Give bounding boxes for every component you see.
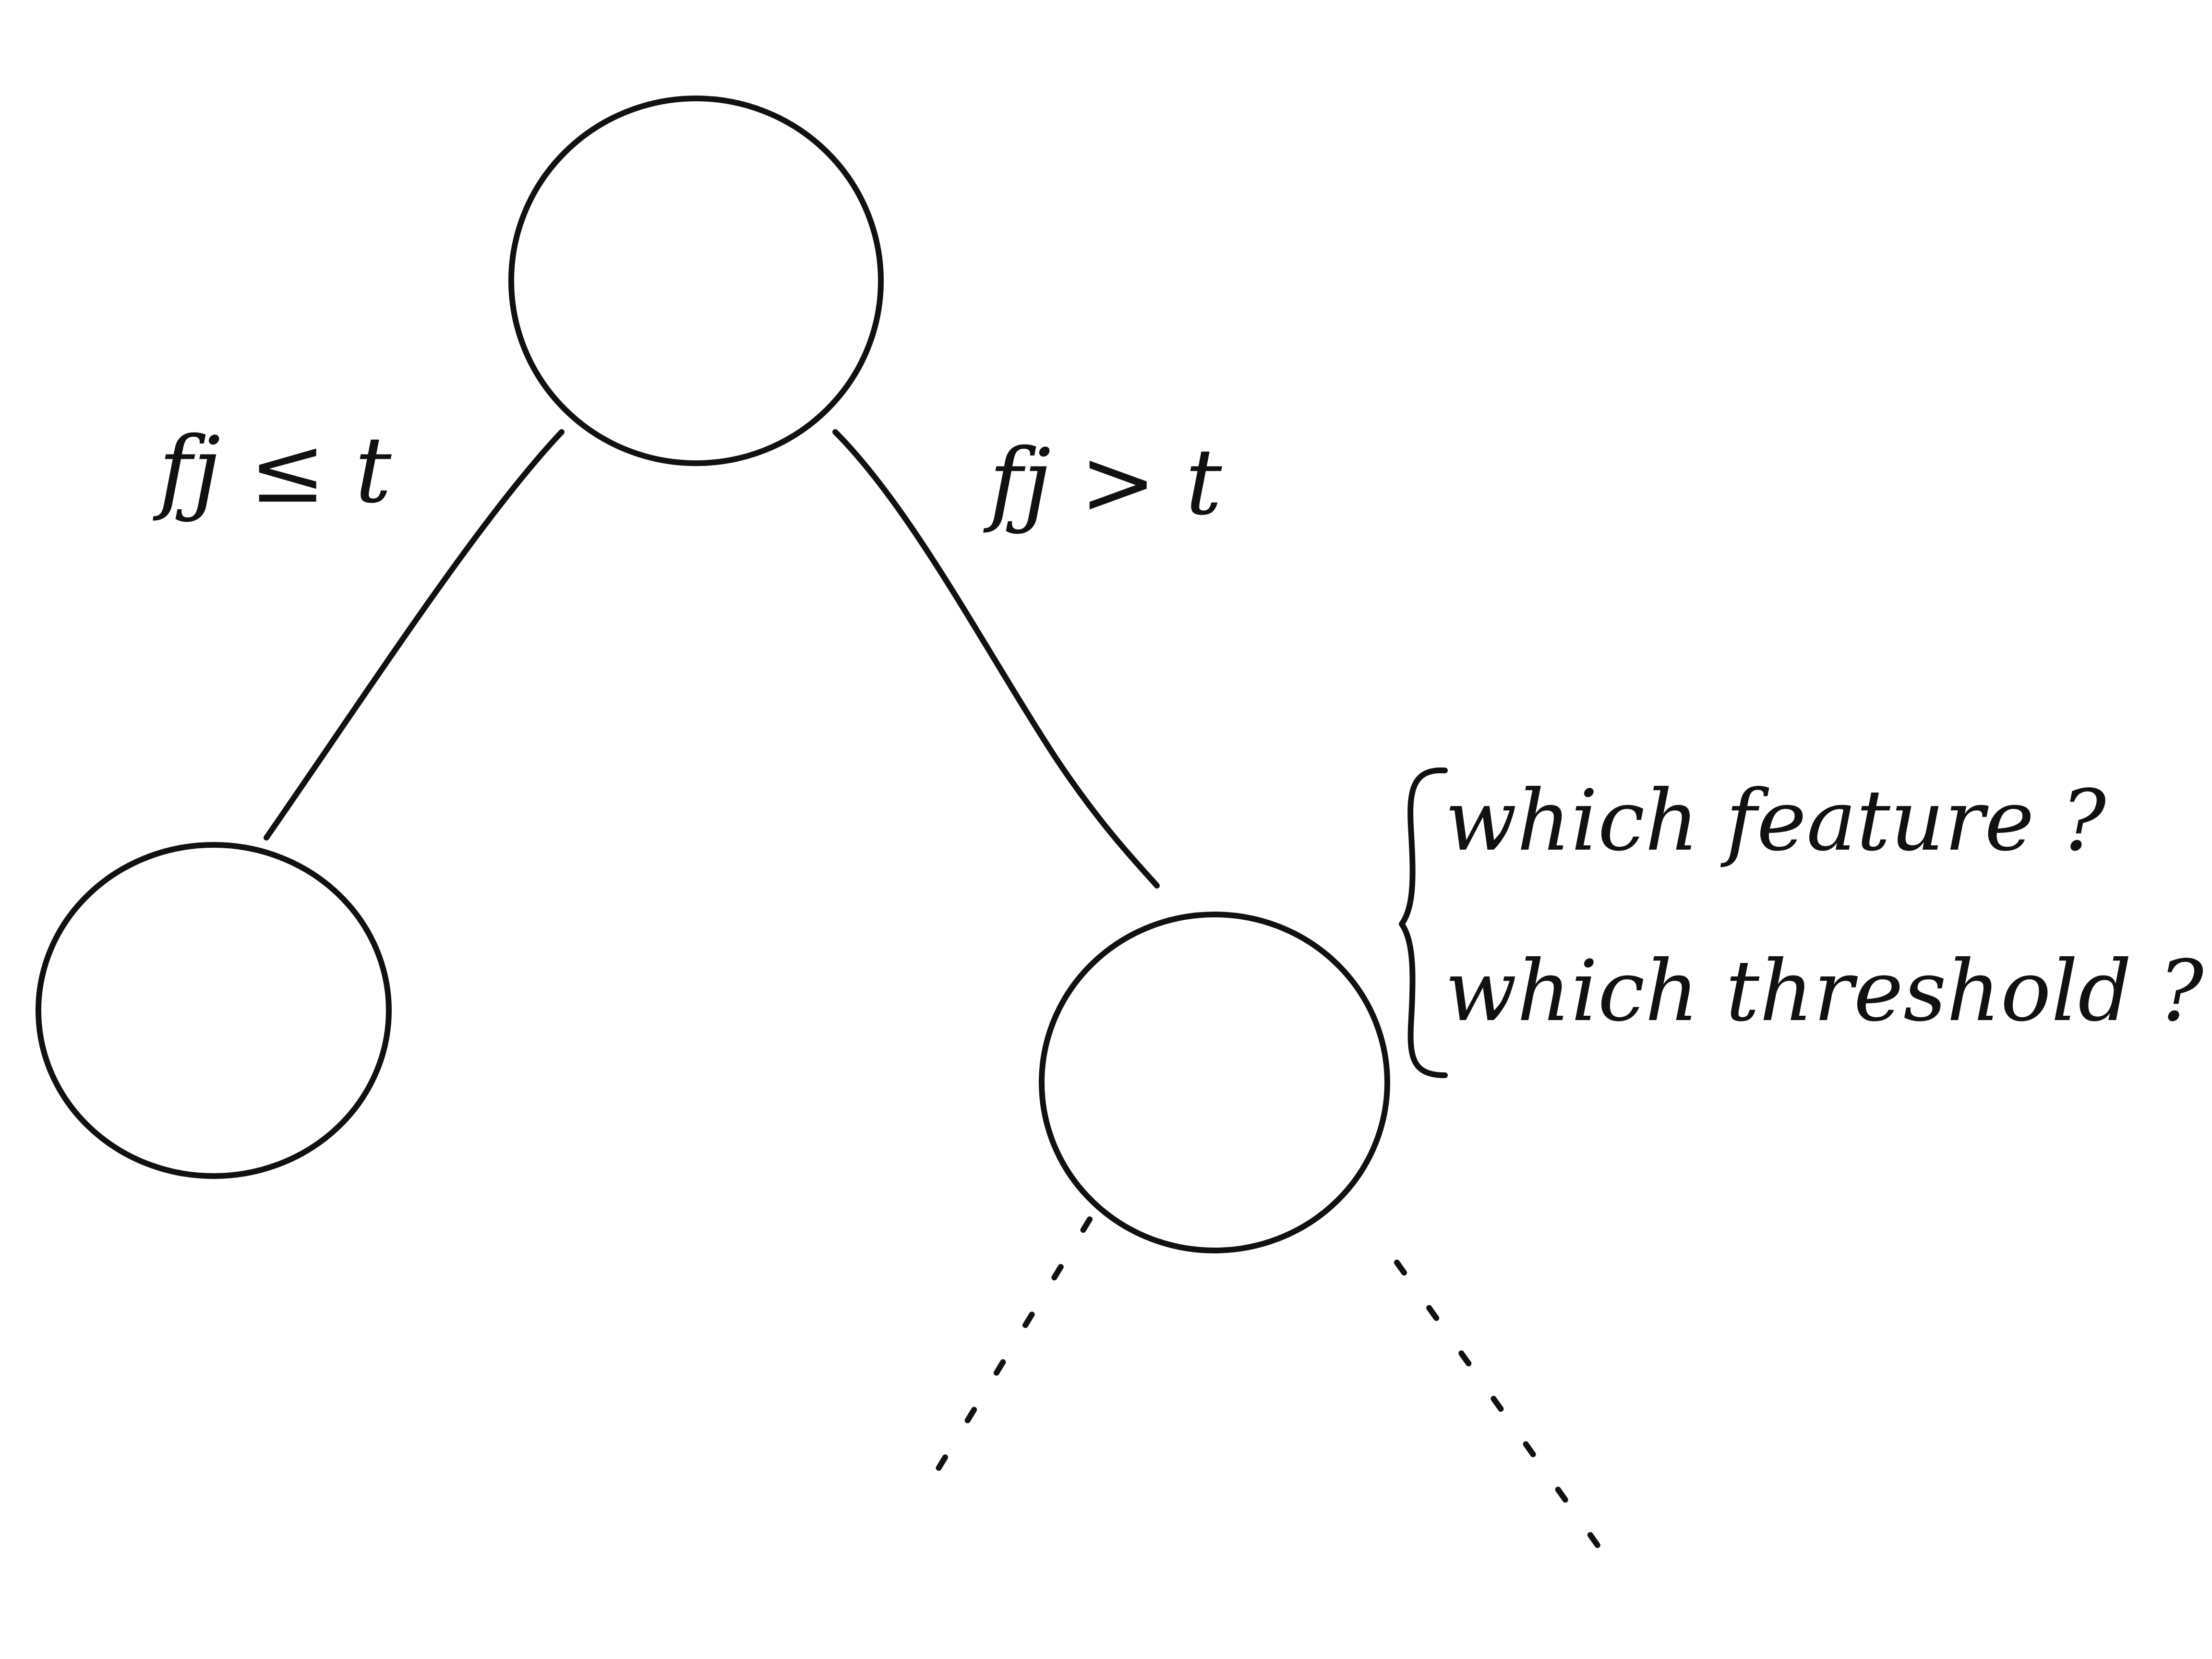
right-child-node — [1039, 912, 1390, 1253]
right-edge-label: fj > t — [983, 429, 1222, 535]
dashed-edge-left — [924, 1216, 1093, 1491]
root-node — [508, 96, 884, 466]
question-feature: which feature ? — [1445, 772, 2106, 870]
left-child-node — [36, 842, 392, 1179]
question-threshold: which threshold ? — [1445, 943, 2204, 1040]
left-edge-label: fj ≤ t — [153, 417, 392, 523]
dashed-edge-right — [1394, 1260, 1611, 1563]
edge-right — [832, 429, 1160, 889]
edge-left — [264, 429, 565, 841]
curly-brace — [1399, 767, 1448, 1078]
